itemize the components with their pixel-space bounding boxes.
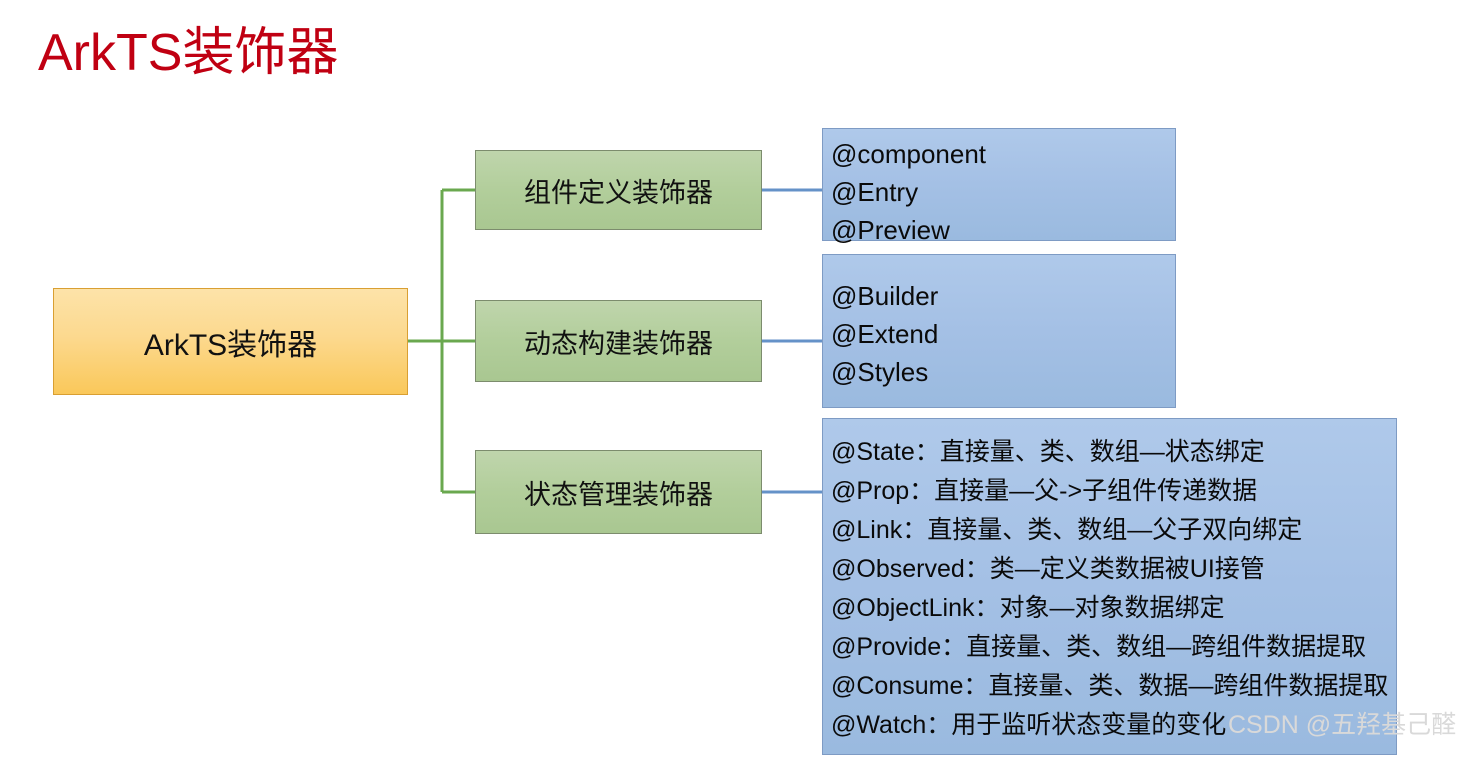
leaf-line: @Extend [831,319,939,349]
leaf-line: @Provide：直接量、类、数组—跨组件数据提取 [831,633,1367,661]
green-connector-group [408,188,476,494]
node-leaf-dynamic-build[interactable]: @Builder @Extend @Styles [822,254,1176,408]
leaf-line: @State：直接量、类、数组—状态绑定 [831,438,1265,466]
node-leaf-component-definition[interactable]: @component @Entry @Preview [822,128,1176,245]
node-root-label: ArkTS装饰器 [143,328,318,362]
leaf-line: @component [831,139,987,169]
page-title: ArkTS装饰器 [38,24,339,82]
node-leaf-state-management[interactable]: @State：直接量、类、数组—状态绑定 @Prop：直接量—父->子组件传递数… [822,418,1397,755]
leaf-line: @Prop：直接量—父->子组件传递数据 [831,477,1258,505]
leaf-line: @Entry [831,177,919,207]
leaf-line: @Preview [831,215,950,245]
leaf-line: @Observed：类—定义类数据被UI接管 [831,555,1265,583]
leaf-line: @Styles [831,357,929,387]
leaf-line: @Link：直接量、类、数组—父子双向绑定 [831,516,1303,544]
node-root[interactable]: ArkTS装饰器 [53,288,408,395]
leaf-line: @Consume：直接量、类、数据—跨组件数据提取 [831,672,1389,700]
node-branch-state-management[interactable]: 状态管理装饰器 [475,450,762,534]
node-branch-label: 组件定义装饰器 [524,177,713,208]
leaf-line: @ObjectLink：对象—对象数据绑定 [831,594,1225,622]
node-branch-label: 动态构建装饰器 [524,328,713,359]
node-branch-label: 状态管理装饰器 [524,479,713,510]
leaf-line: @Builder [831,281,939,311]
node-branch-dynamic-build[interactable]: 动态构建装饰器 [475,300,762,382]
leaf-line: @Watch：用于监听状态变量的变化 [831,711,1227,739]
blue-connector-group [762,188,823,494]
node-branch-component-definition[interactable]: 组件定义装饰器 [475,150,762,230]
watermark: CSDN @五羟基己醛 [1228,711,1457,739]
